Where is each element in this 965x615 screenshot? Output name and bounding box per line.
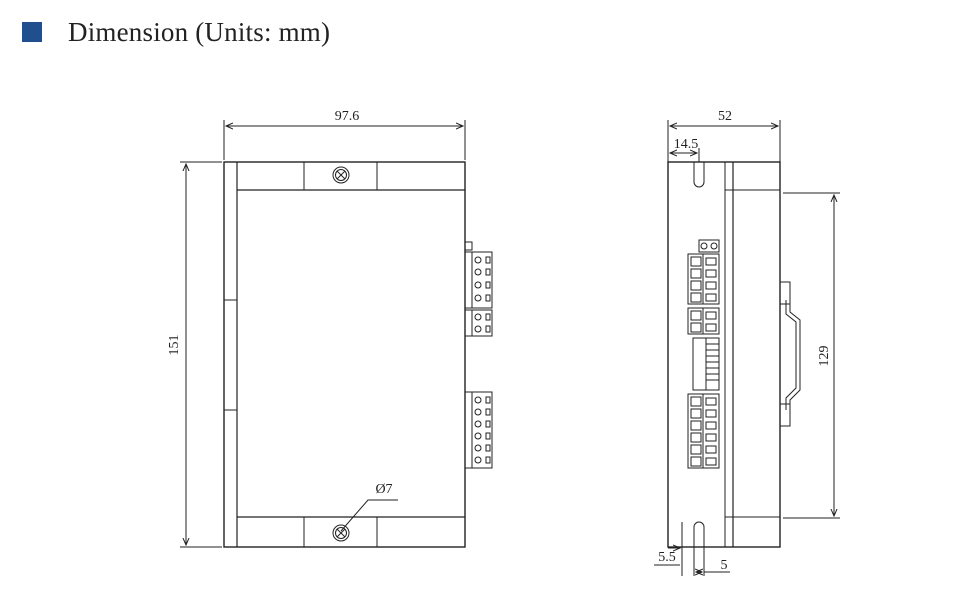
front-height-label: 151: [167, 335, 182, 356]
top-screw-icon: [332, 166, 350, 184]
top-slot: [693, 162, 705, 188]
hole-leader-line: [340, 499, 398, 532]
front-connector-upper: [464, 241, 493, 337]
side-body-outline: [667, 161, 781, 548]
side-connector-top: [687, 239, 720, 335]
slot-width-label: 5: [721, 558, 728, 573]
din-rail-clip: [779, 281, 801, 427]
front-width-label: 97.6: [335, 109, 360, 124]
side-offset-label: 14.5: [674, 137, 699, 152]
side-width-label: 52: [718, 109, 732, 124]
front-view: [180, 120, 493, 548]
front-body-outline: [223, 161, 466, 548]
hole-diameter-label: Ø7: [375, 482, 392, 497]
rail-height-label: 129: [817, 346, 832, 367]
section-header: Dimension (Units: mm): [22, 14, 330, 50]
top-mount-tab: [303, 161, 378, 191]
slot-offset-label: 5.5: [658, 550, 676, 565]
page-title: Dimension (Units: mm): [68, 16, 331, 47]
front-connector-lower: [464, 391, 493, 469]
bottom-screw-icon: [332, 524, 350, 542]
bottom-slot: [693, 521, 705, 547]
side-connector-bottom: [687, 393, 720, 469]
section-marker-icon: [22, 22, 42, 42]
bottom-mount-tab: [303, 516, 378, 548]
side-view: [654, 120, 840, 576]
side-dip-switch: [692, 337, 720, 391]
